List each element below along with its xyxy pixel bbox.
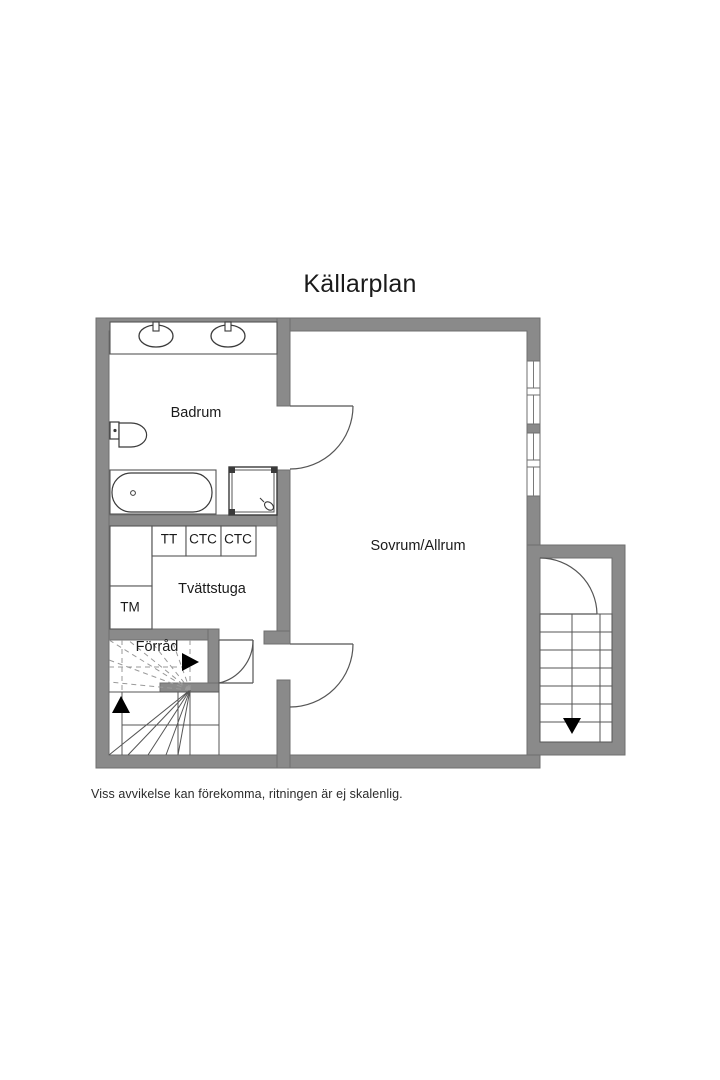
door-right-stairs <box>539 557 598 615</box>
room-label-forrad: Förråd <box>136 639 179 655</box>
utility-units <box>109 525 257 630</box>
sink-basin-right <box>210 321 246 348</box>
interior-walls <box>108 317 291 769</box>
door-forrad <box>218 639 254 684</box>
room-label-sovrum-allrum: Sovrum/Allrum <box>370 538 465 554</box>
unit-label-ctc-1: CTC <box>189 532 217 547</box>
stair-up-arrow-icon <box>112 696 130 713</box>
room-label-badrum: Badrum <box>171 405 222 421</box>
stair-down-arrow-icon <box>563 614 581 734</box>
room-label-tvattstuga: Tvättstuga <box>178 581 247 597</box>
forrad-right-arrow-icon <box>182 653 199 671</box>
sink-basin-left <box>138 321 174 348</box>
window-upper <box>526 360 541 425</box>
page-title: Källarplan <box>303 270 417 298</box>
sink-counter <box>109 321 278 355</box>
door-badrum <box>289 405 354 470</box>
disclaimer-text: Viss avvikelse kan förekomma, ritningen … <box>91 787 403 801</box>
unit-label-tm: TM <box>120 600 140 615</box>
unit-label-tt: TT <box>161 532 178 547</box>
door-tvattstuga <box>289 643 354 708</box>
bathtub <box>109 469 217 515</box>
toilet <box>109 421 148 448</box>
unit-label-ctc-2: CTC <box>224 532 252 547</box>
winder-staircase <box>108 639 220 756</box>
window-lower <box>526 432 541 497</box>
shower-cabin <box>228 466 278 516</box>
shower-head-icon <box>259 497 274 511</box>
